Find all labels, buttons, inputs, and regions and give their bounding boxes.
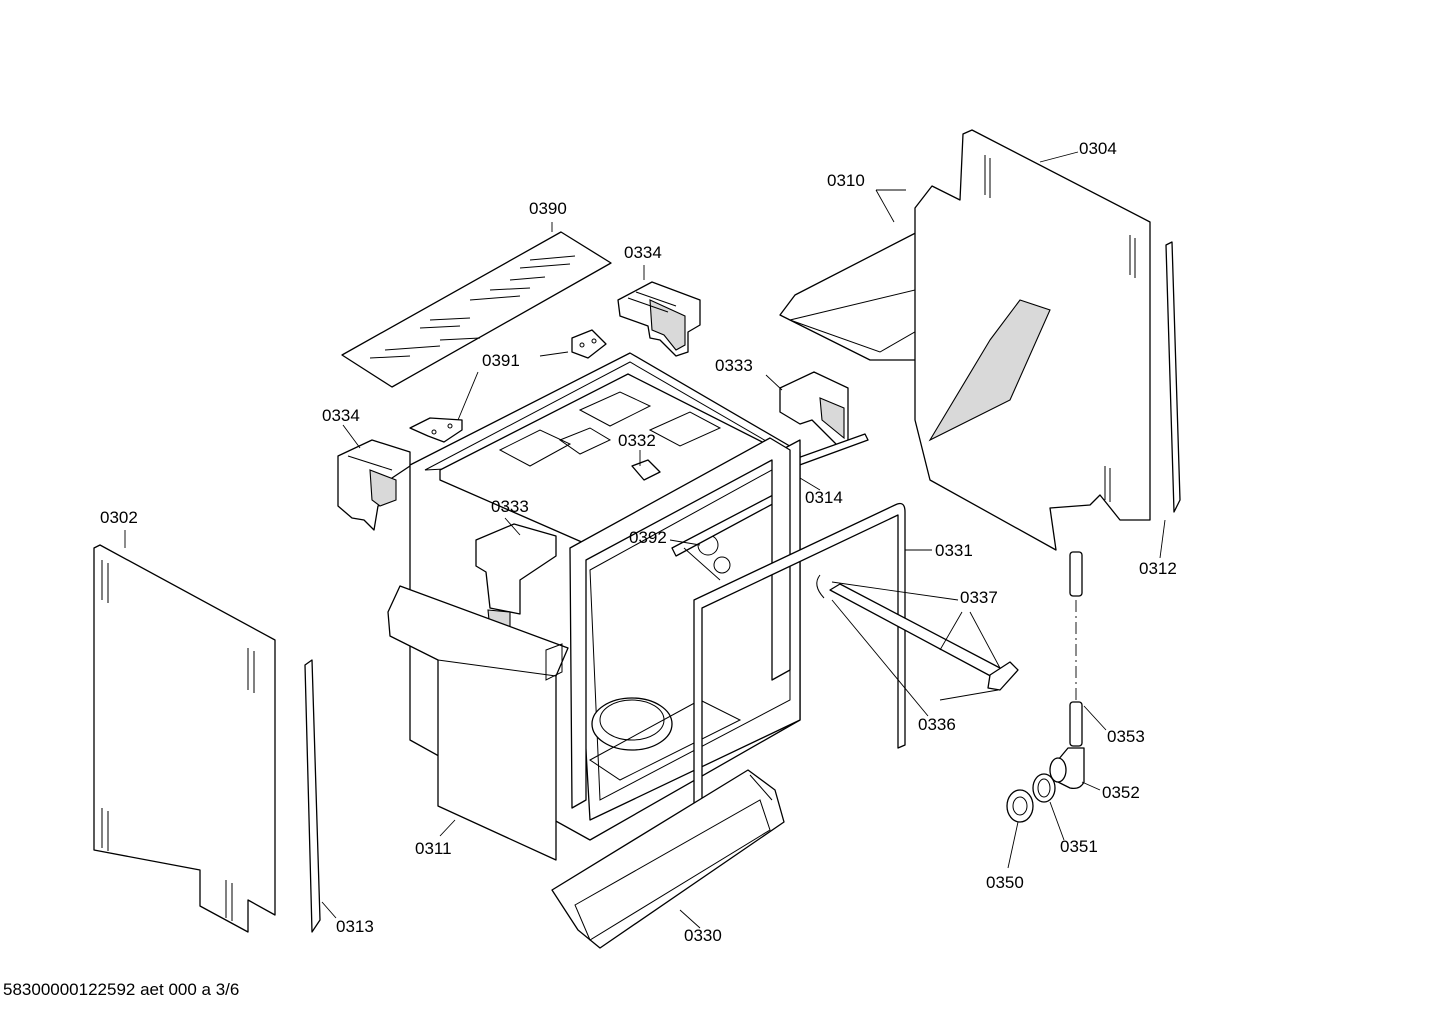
label-0310: 0310 xyxy=(827,171,865,190)
part-0390-insulation-mat xyxy=(341,231,612,388)
part-0351-ring xyxy=(1032,773,1056,803)
part-0334-bracket-left xyxy=(337,439,411,531)
label-0352: 0352 xyxy=(1102,783,1140,802)
label-0314: 0314 xyxy=(805,488,843,507)
label-0351: 0351 xyxy=(1060,837,1098,856)
label-0302: 0302 xyxy=(100,508,138,527)
part-0304-back-panel xyxy=(914,129,1151,551)
part-0350-cap xyxy=(1006,789,1034,823)
label-0334-left: 0334 xyxy=(322,406,360,425)
part-0311-panel xyxy=(387,585,569,861)
part-0331-gasket xyxy=(693,502,906,863)
label-0313: 0313 xyxy=(336,917,374,936)
label-0337: 0337 xyxy=(960,588,998,607)
label-0333-right: 0333 xyxy=(715,356,753,375)
part-0352-elbow xyxy=(1049,747,1085,790)
label-0391: 0391 xyxy=(482,351,520,370)
part-0353-hose xyxy=(1069,551,1083,747)
leader-lines xyxy=(124,151,1166,929)
label-0330: 0330 xyxy=(684,926,722,945)
part-0330-trim xyxy=(551,769,785,949)
part-0302-side-panel xyxy=(93,544,276,933)
label-0350: 0350 xyxy=(986,873,1024,892)
label-0331: 0331 xyxy=(935,541,973,560)
label-0336: 0336 xyxy=(918,715,956,734)
part-labels: 0304 0310 0390 0334 0391 0333 0334 0332 … xyxy=(100,139,1177,945)
drawing-reference-footer: 58300000122592 aet 000 a 3/6 xyxy=(3,980,240,999)
part-0332-clip xyxy=(631,459,661,481)
label-0311: 0311 xyxy=(415,839,452,858)
part-0313-strip xyxy=(304,659,321,933)
part-0391-hinge-left xyxy=(409,417,463,443)
label-0390: 0390 xyxy=(529,199,567,218)
label-0353: 0353 xyxy=(1107,727,1145,746)
part-0312-strip xyxy=(1165,241,1181,513)
label-0332: 0332 xyxy=(618,431,656,450)
label-0333-lower: 0333 xyxy=(491,497,529,516)
part-0333-bracket-right xyxy=(779,371,849,447)
label-0334-upper: 0334 xyxy=(624,243,662,262)
part-0334-bracket-upper xyxy=(617,281,701,357)
part-0391-hinge-right xyxy=(571,329,607,359)
label-0304: 0304 xyxy=(1079,139,1117,158)
label-0392: 0392 xyxy=(629,528,667,547)
label-0312: 0312 xyxy=(1139,559,1177,578)
